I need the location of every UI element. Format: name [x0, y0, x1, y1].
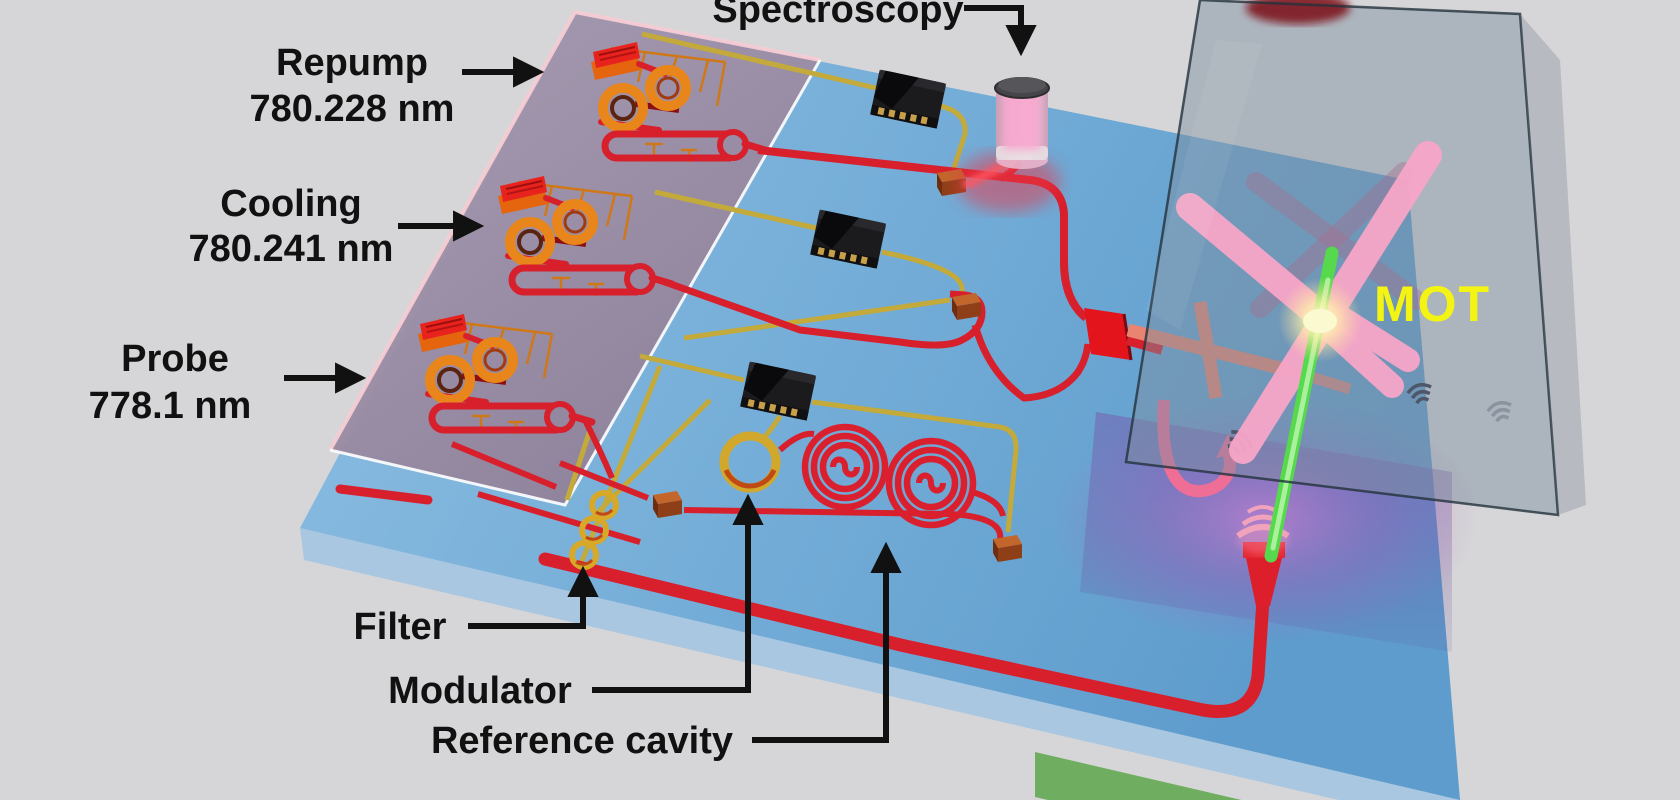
annotation-arrows: [284, 5, 1037, 743]
mot-cell-cube-edges: [1124, 0, 1586, 517]
mot-cell-cube: [1126, 0, 1558, 515]
electrical-traces: [564, 31, 1019, 567]
label-cooling-nm: 780.241 nm: [189, 228, 394, 270]
label-modulator: Modulator: [388, 670, 572, 712]
label-spectroscopy: Spectroscopy: [712, 0, 963, 31]
photodetector-2: [952, 293, 981, 320]
reference-cavity-arrow: [752, 541, 902, 743]
annotation-labels: Repump 780.228 nm Cooling 780.241 nm Pro…: [89, 0, 964, 762]
label-repump: Repump: [276, 42, 428, 84]
label-probe-nm: 778.1 nm: [89, 385, 252, 427]
reference-cavity-spirals: [801, 423, 977, 529]
label-repump-nm: 780.228 nm: [250, 88, 455, 130]
spectroscopy-cell: [956, 77, 1060, 212]
photodetector-4: [993, 535, 1022, 562]
mot-atom-cloud: [1303, 309, 1337, 333]
label-mot: MOT: [1374, 276, 1491, 332]
ring-modulator: [719, 431, 781, 493]
label-filter: Filter: [354, 606, 447, 648]
label-reference-cavity: Reference cavity: [431, 720, 733, 762]
filter-arrow: [468, 565, 599, 629]
label-probe: Probe: [121, 338, 229, 380]
spectroscopy-arrow: [964, 5, 1037, 57]
label-cooling: Cooling: [220, 183, 361, 225]
green-carrier-strip: [1035, 752, 1242, 800]
photodetector-3: [653, 491, 682, 518]
modulator-arrow: [592, 493, 764, 693]
